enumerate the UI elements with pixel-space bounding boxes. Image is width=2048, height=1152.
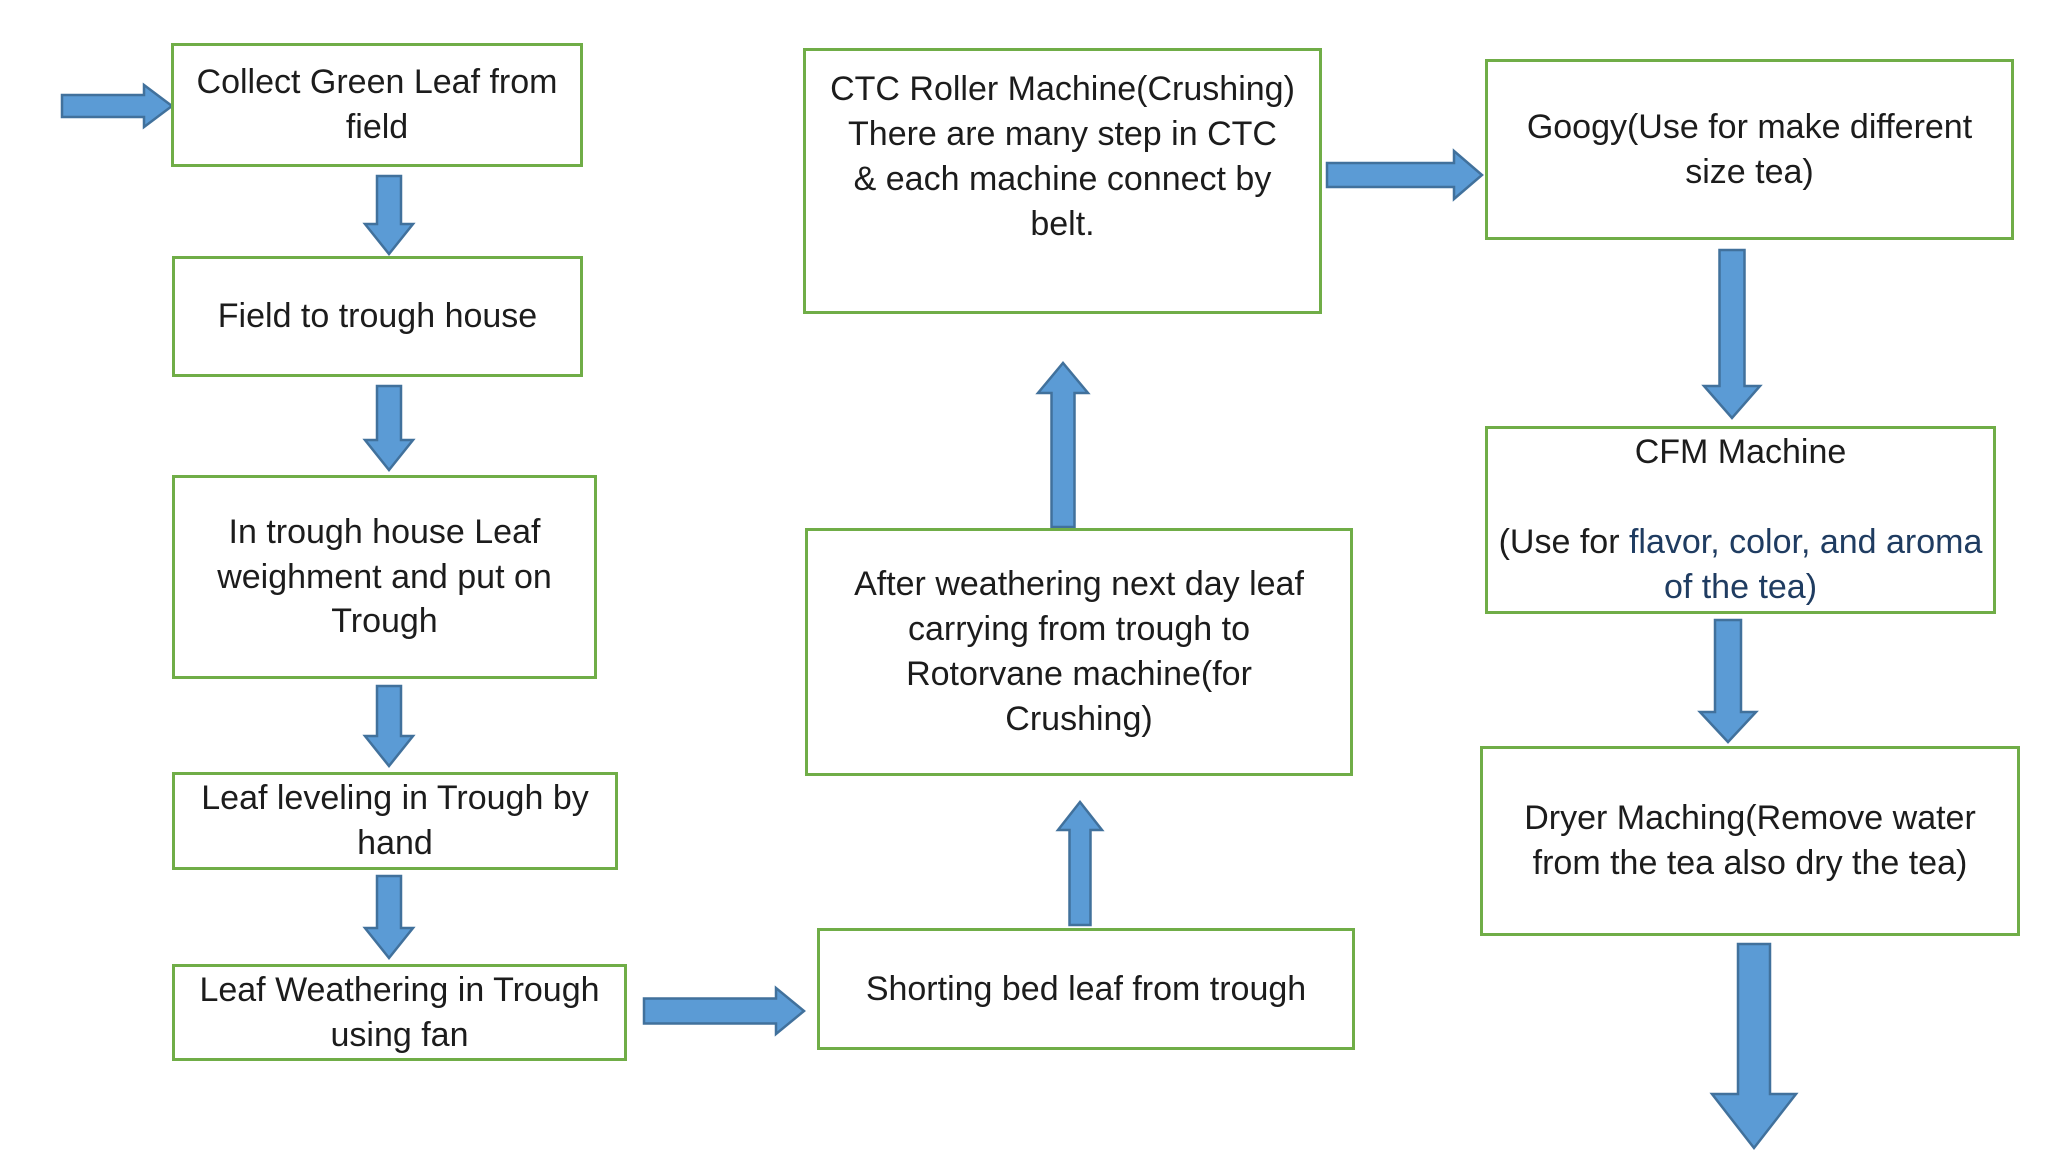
node-after-weathering-rotorvane: After weathering next day leaf carrying …: [805, 528, 1353, 776]
node-label: Googy(Use for make different size tea): [1526, 107, 1973, 191]
arrow-after-ctc: [1035, 361, 1091, 529]
node-label: CTC Roller Machine(Crushing) There are m…: [830, 70, 1295, 243]
arrow-weighment-leveling: [362, 684, 416, 769]
node-collect-green-leaf: Collect Green Leaf from field: [171, 43, 583, 167]
arrow-ctc-googy: [1325, 148, 1484, 202]
node-label: Dryer Maching(Remove water from the tea …: [1524, 799, 1976, 882]
arrow-field-weighment: [362, 384, 416, 473]
node-leaf-weathering: Leaf Weathering in Trough using fan: [172, 964, 627, 1061]
node-cfm-machine: CFM Machine (Use for flavor, color, and …: [1485, 426, 1996, 614]
node-ctc-roller-machine: CTC Roller Machine(Crushing) There are m…: [803, 48, 1322, 314]
cfm-machine-subtitle: (Use for flavor, color, and aroma of the…: [1498, 523, 1983, 606]
node-leaf-leveling: Leaf leveling in Trough by hand: [172, 772, 618, 870]
arrow-leveling-weathering: [362, 874, 416, 961]
arrow-shorting-after: [1055, 799, 1105, 927]
arrow-collect-field: [362, 174, 416, 257]
node-label: Collect Green Leaf from field: [196, 63, 558, 146]
node-shorting-bed-leaf: Shorting bed leaf from trough: [817, 928, 1355, 1050]
arrow-start-collect: [60, 82, 175, 130]
node-googy: Googy(Use for make different size tea): [1485, 59, 2014, 240]
node-field-to-trough-house: Field to trough house: [172, 256, 583, 377]
node-dryer-machine: Dryer Maching(Remove water from the tea …: [1480, 746, 2020, 936]
node-label: Leaf Weathering in Trough using fan: [199, 970, 600, 1054]
node-label: After weathering next day leaf carrying …: [854, 565, 1304, 738]
arrow-dryer-end: [1709, 942, 1799, 1151]
node-label: Leaf leveling in Trough by hand: [201, 779, 589, 862]
node-label: Field to trough house: [217, 297, 538, 336]
node-label: In trough house Leaf weighment and put o…: [217, 512, 552, 641]
cfm-accent-text: flavor, color, and aroma of the tea): [1628, 523, 1983, 606]
node-leaf-weighment: In trough house Leaf weighment and put o…: [172, 475, 597, 679]
cfm-machine-title: CFM Machine: [1634, 433, 1847, 472]
arrow-weathering-shorting: [642, 985, 806, 1037]
node-label: Shorting bed leaf from trough: [865, 969, 1307, 1008]
